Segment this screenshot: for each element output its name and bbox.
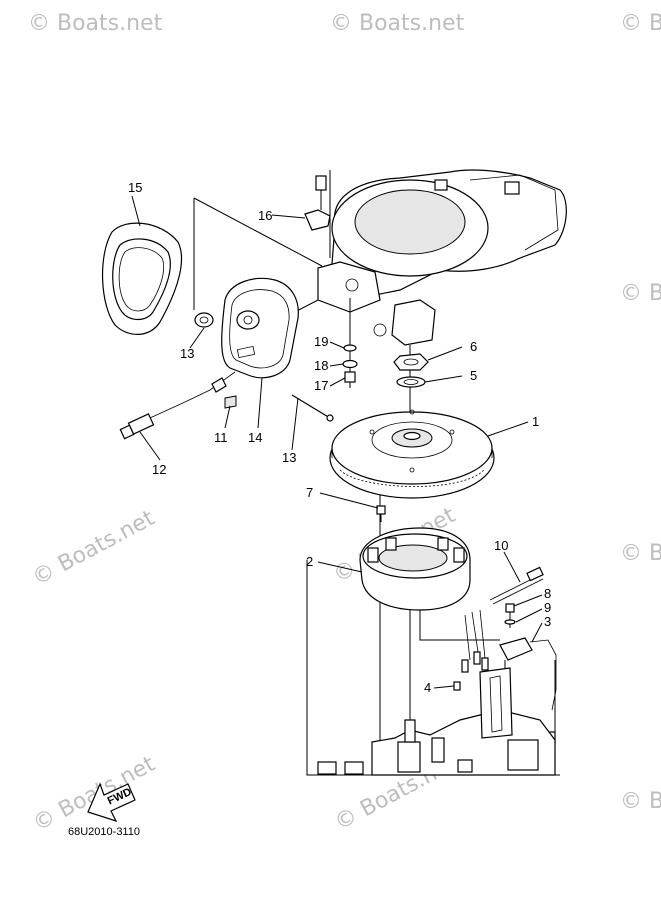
- callout-13b: 13: [282, 450, 296, 465]
- part-2-stator: [359, 527, 471, 611]
- callout-18: 18: [314, 358, 328, 373]
- part-10-harness: [461, 566, 544, 673]
- part-9-washer: [504, 619, 516, 625]
- callout-17: 17: [314, 378, 328, 393]
- callout-12: 12: [152, 462, 166, 477]
- watermark: © Boats.net: [28, 506, 159, 591]
- callout-15: 15: [128, 180, 142, 195]
- callout-leaders: [131, 195, 543, 689]
- callout-10: 10: [494, 538, 508, 553]
- watermark: © Boats.net: [620, 541, 661, 566]
- part-11-clip: [224, 395, 237, 409]
- part-14-cover: [221, 277, 299, 379]
- callout-11: 11: [214, 430, 228, 445]
- part-5-washer: [396, 376, 426, 388]
- watermark: © Boats.net: [620, 11, 661, 36]
- crankcase-block: [317, 667, 556, 776]
- watermark: © Boats.net: [330, 11, 465, 36]
- watermark: © Boats.net: [28, 11, 163, 36]
- watermark: © Boats.net: [29, 752, 160, 837]
- callout-labels: 15 16 13 19 18 17 6 5 11 14 1 13 12 7 10…: [128, 180, 551, 695]
- part-13-grommet: [194, 312, 214, 328]
- part-19-washer: [343, 344, 357, 352]
- part-18-washer: [342, 359, 358, 369]
- part-15-gasket: [101, 222, 183, 335]
- callout-4: 4: [424, 680, 431, 695]
- callout-8: 8: [544, 586, 551, 601]
- diagram-code: 68U2010-3110: [68, 826, 140, 838]
- callout-9: 9: [544, 600, 551, 615]
- callout-14: 14: [248, 430, 262, 445]
- fwd-arrow: FWD: [87, 782, 136, 823]
- callout-5: 5: [470, 368, 477, 383]
- part-7-screw: [376, 505, 386, 522]
- part-6-nut: [393, 353, 429, 371]
- callout-1: 1: [532, 414, 539, 429]
- watermark: © Boats.net: [620, 789, 661, 814]
- callout-7: 7: [306, 485, 313, 500]
- callout-19: 19: [314, 334, 328, 349]
- part-4-screw: [453, 681, 461, 691]
- callout-6: 6: [470, 339, 477, 354]
- callout-13a: 13: [180, 346, 194, 361]
- callout-3: 3: [544, 614, 551, 629]
- part-16-bracket: [304, 175, 331, 231]
- callout-16: 16: [258, 208, 272, 223]
- watermark: © Boats.net: [620, 281, 661, 306]
- part-12-sensor: [119, 371, 236, 440]
- part-17-bolt: [344, 371, 356, 388]
- watermarks: © Boats.net © Boats.net © Boats.net © Bo…: [28, 11, 661, 837]
- callout-2: 2: [306, 554, 313, 569]
- part-1-flywheel: [329, 409, 495, 499]
- engine-housing: [317, 169, 567, 346]
